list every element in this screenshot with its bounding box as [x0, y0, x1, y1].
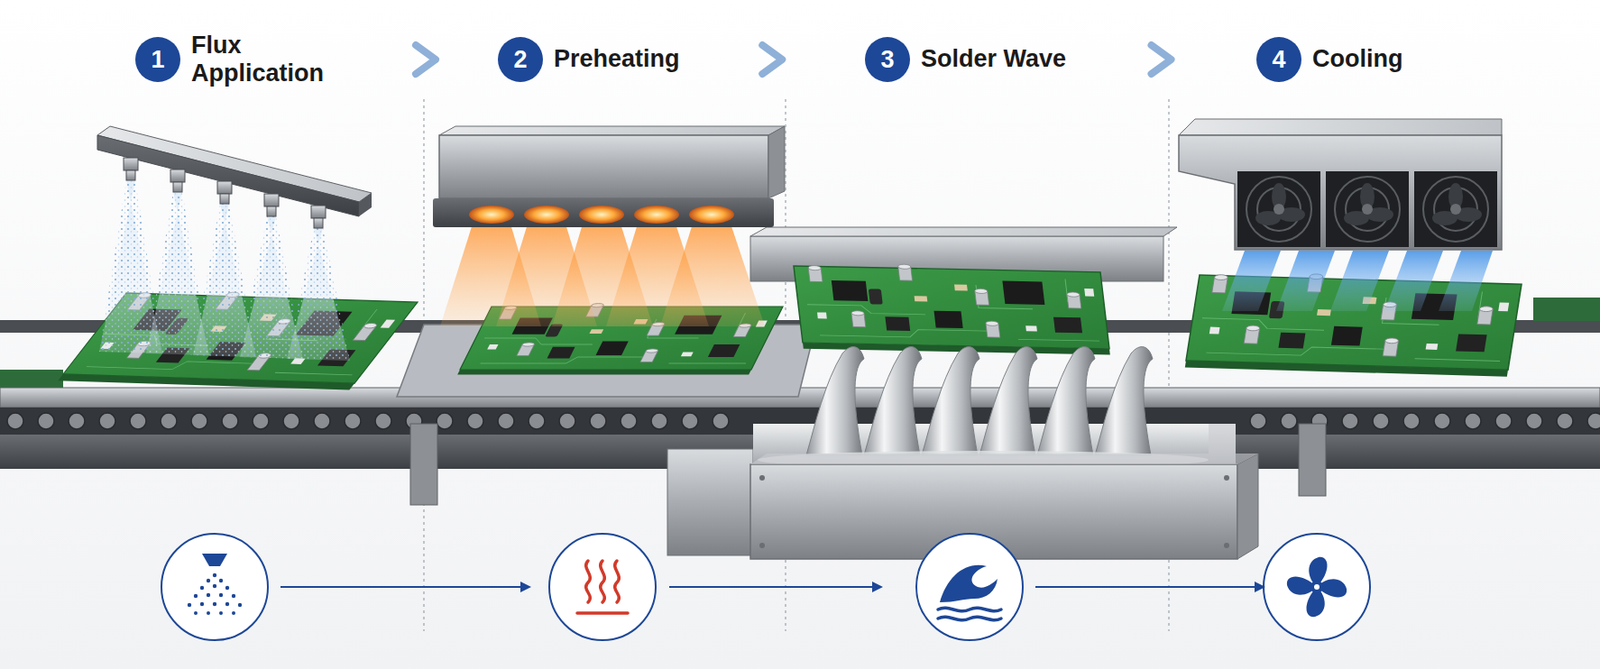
step-header: 3 Solder Wave	[864, 36, 1067, 83]
step-number: 4	[1256, 36, 1302, 83]
step-title: Flux Application	[191, 31, 354, 88]
flow-chevron	[762, 45, 782, 74]
step-title: Cooling	[1312, 45, 1403, 74]
step-number: 3	[864, 36, 911, 83]
step-header: 2 Preheating	[497, 36, 681, 83]
step-header: 1Flux Application	[135, 31, 354, 88]
step-title: Preheating	[553, 45, 681, 74]
step-header: 4 Cooling	[1256, 36, 1403, 83]
flow-chevron	[415, 45, 436, 74]
step-number: 1	[135, 36, 181, 83]
step-number: 2	[497, 36, 543, 83]
step-title: Solder Wave	[920, 45, 1067, 74]
flow-chevron	[1151, 45, 1172, 74]
